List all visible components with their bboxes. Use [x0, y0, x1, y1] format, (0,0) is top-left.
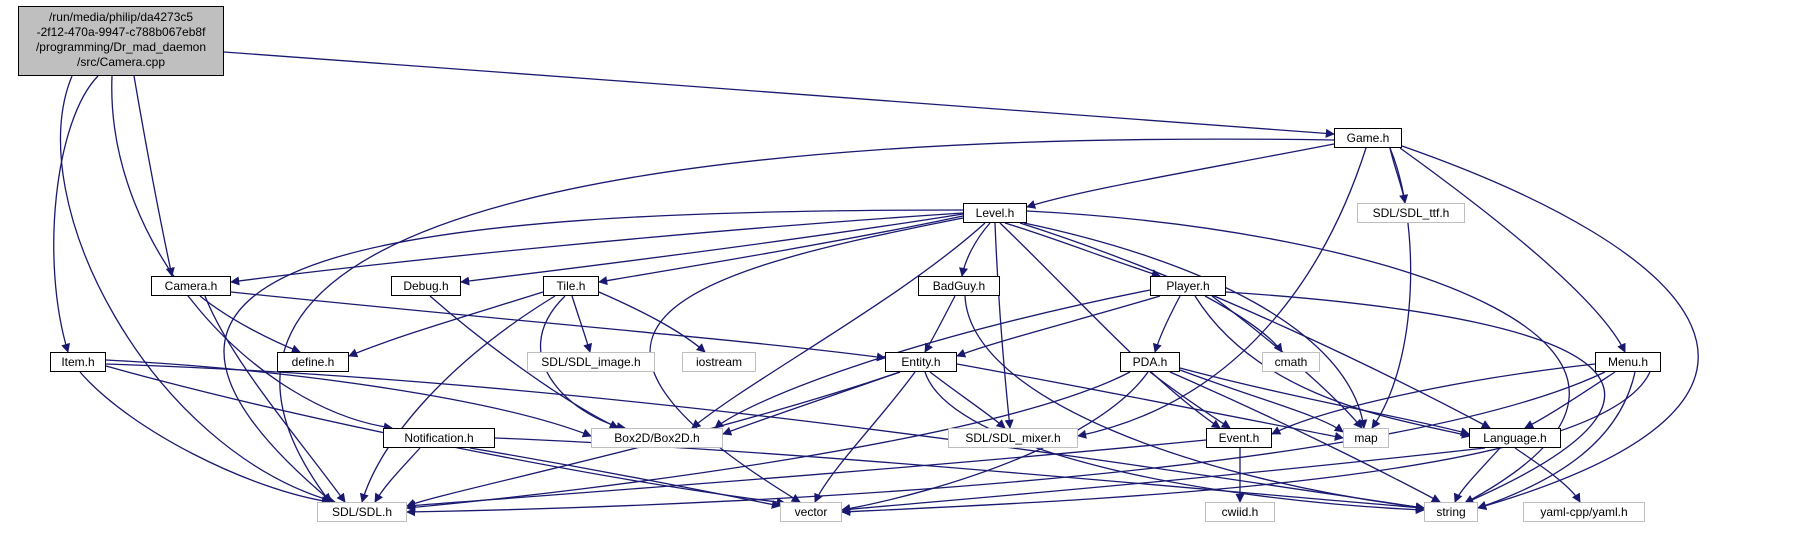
- node-vector[interactable]: vector: [780, 502, 842, 522]
- include-edge-root-sdl: [59, 75, 336, 505]
- include-edge-level-player: [1004, 222, 1161, 278]
- include-edge-root-game: [223, 51, 1335, 138]
- include-edge-game-string: [1401, 145, 1699, 511]
- node-string[interactable]: string: [1424, 502, 1478, 522]
- include-edge-item-sdl: [79, 371, 331, 506]
- include-edge-player-string: [1225, 291, 1606, 504]
- include-edge-player-language: [1194, 295, 1471, 439]
- include-edge-entity-string: [924, 371, 1425, 515]
- include-edge-game-menu: [1399, 147, 1626, 353]
- root-file-line: /programming/Dr_mad_daemon: [35, 40, 207, 54]
- include-edge-item-box2d: [105, 359, 592, 438]
- root-file-line: /src/Camera.cpp: [76, 55, 166, 69]
- node-event[interactable]: Event.h: [1206, 428, 1272, 448]
- include-edge-pda-string: [1169, 371, 1441, 503]
- include-edge-root-camera: [133, 75, 175, 277]
- include-edge-game-sdl-ttf: [1389, 147, 1409, 204]
- node-iostream[interactable]: iostream: [682, 352, 756, 372]
- node-box2d[interactable]: Box2D/Box2D.h: [591, 428, 723, 448]
- include-edge-camera-define: [199, 295, 301, 354]
- include-edge-game-level: [1026, 143, 1335, 209]
- include-edge-pda-language: [1179, 367, 1470, 437]
- include-edge-tile-sdl-image: [571, 295, 593, 353]
- include-edge-menu-event: [1271, 363, 1596, 435]
- node-badguy[interactable]: BadGuy.h: [918, 276, 1000, 296]
- include-edge-camera-entity: [230, 291, 886, 362]
- include-edge-player-cmath: [1204, 295, 1283, 353]
- node-player[interactable]: Player.h: [1150, 276, 1226, 296]
- include-edge-notification-sdl: [374, 447, 421, 503]
- include-edge-level-badguy: [959, 222, 991, 277]
- include-edge-level-language: [1019, 222, 1491, 429]
- include-edge-entity-map: [956, 363, 1344, 441]
- include-edge-entity-sdl-mixer: [929, 371, 1006, 429]
- include-edge-level-event: [999, 222, 1221, 429]
- include-edge-level-sdl-mixer: [994, 222, 1014, 429]
- node-language[interactable]: Language.h: [1469, 428, 1561, 448]
- node-cmath[interactable]: cmath: [1262, 352, 1320, 372]
- node-menu[interactable]: Menu.h: [1595, 352, 1661, 372]
- include-edge-language-vector: [841, 447, 1486, 514]
- include-edge-notification-vector: [469, 447, 781, 509]
- include-edge-menu-vector: [841, 371, 1651, 517]
- node-game[interactable]: Game.h: [1334, 128, 1402, 148]
- include-edge-debug-box2d: [429, 295, 619, 429]
- include-edge-root-item: [53, 75, 99, 353]
- include-edge-player-pda: [1152, 295, 1181, 353]
- include-edge-pda-map: [1179, 369, 1344, 433]
- include-edge-tile-box2d: [539, 295, 626, 432]
- include-edge-game-map: [1371, 147, 1412, 429]
- node-sdl-image[interactable]: SDL/SDL_image.h: [527, 352, 655, 372]
- include-edge-camera-sdl: [204, 295, 346, 503]
- node-sdl-mixer[interactable]: SDL/SDL_mixer.h: [948, 428, 1078, 448]
- node-debug[interactable]: Debug.h: [391, 276, 461, 296]
- include-edge-tile-sdl: [359, 295, 556, 503]
- include-edge-tile-define: [348, 291, 544, 358]
- include-edge-player-box2d: [714, 289, 1151, 429]
- include-edge-language-yaml: [1514, 447, 1581, 503]
- root-file-line: /run/media/philip/da4273c5: [48, 10, 194, 24]
- include-edge-player-entity: [956, 295, 1161, 358]
- root-file-line: -2f12-470a-9947-c788b067eb8f: [36, 25, 206, 39]
- include-edge-level-box2d: [691, 222, 986, 429]
- node-camera[interactable]: Camera.h: [151, 276, 231, 296]
- include-edge-menu-string: [1477, 371, 1636, 510]
- node-yaml[interactable]: yaml-cpp/yaml.h: [1523, 502, 1645, 522]
- include-edge-level-sdl: [223, 209, 964, 503]
- node-item[interactable]: Item.h: [50, 352, 106, 372]
- include-edge-root-notification: [111, 75, 393, 432]
- root-file-node[interactable]: /run/media/philip/da4273c5 -2f12-470a-99…: [18, 6, 224, 76]
- node-tile[interactable]: Tile.h: [543, 276, 599, 296]
- include-edge-menu-sdl: [406, 371, 1606, 517]
- node-sdl-ttf[interactable]: SDL/SDL_ttf.h: [1357, 203, 1465, 223]
- node-sdl[interactable]: SDL/SDL.h: [317, 502, 407, 522]
- include-edge-badguy-string: [964, 295, 1425, 512]
- include-edge-level-map: [1023, 222, 1368, 429]
- node-define[interactable]: define.h: [277, 352, 349, 372]
- node-pda[interactable]: PDA.h: [1120, 352, 1180, 372]
- include-edge-tile-iostream: [598, 291, 706, 353]
- include-edge-level-tile: [598, 215, 964, 286]
- include-edge-language-string: [1453, 447, 1501, 503]
- include-edge-level-debug: [460, 213, 964, 286]
- node-level[interactable]: Level.h: [963, 203, 1027, 223]
- include-edge-game-sdl-mixer: [1077, 147, 1367, 439]
- include-edge-entity-sdl: [406, 371, 901, 508]
- include-edge-event-sdl: [406, 439, 1207, 510]
- node-cwiid[interactable]: cwiid.h: [1205, 502, 1275, 522]
- include-edge-pda-event: [1149, 371, 1231, 429]
- include-edge-badguy-entity: [924, 295, 956, 353]
- node-map[interactable]: map: [1343, 428, 1389, 448]
- node-notification[interactable]: Notification.h: [383, 428, 495, 448]
- include-edge-menu-language: [1524, 371, 1616, 429]
- include-edge-pda-vector: [841, 371, 1149, 513]
- include-edge-entity-vector: [814, 371, 916, 503]
- node-entity[interactable]: Entity.h: [885, 352, 957, 372]
- include-edge-level-camera: [230, 212, 964, 286]
- include-edge-game-sdl: [279, 138, 1335, 503]
